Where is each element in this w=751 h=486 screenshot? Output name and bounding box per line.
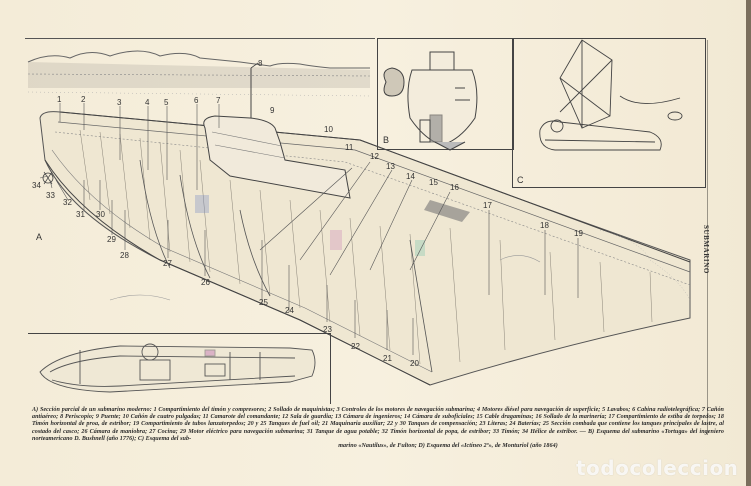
panel-b-label: B: [383, 135, 390, 145]
figure-caption: A) Sección parcial de un submarino moder…: [32, 407, 724, 450]
svg-text:18: 18: [540, 221, 549, 230]
svg-text:31: 31: [76, 210, 85, 219]
svg-text:17: 17: [483, 201, 492, 210]
svg-text:16: 16: [450, 183, 459, 192]
svg-text:8: 8: [258, 59, 263, 68]
svg-text:26: 26: [201, 278, 210, 287]
svg-text:20: 20: [410, 359, 419, 368]
svg-text:11: 11: [345, 143, 354, 152]
side-title: SUBMARINO: [702, 225, 710, 274]
svg-text:23: 23: [323, 325, 332, 334]
svg-text:24: 24: [285, 306, 294, 315]
side-divider: [707, 40, 708, 435]
callout-numbers: 1 2 3 4 5 6 7 8 9 10 11 12 13 14 15 16 1…: [32, 59, 583, 368]
svg-text:32: 32: [63, 198, 72, 207]
svg-text:7: 7: [216, 96, 221, 105]
svg-text:2: 2: [81, 95, 86, 104]
svg-text:28: 28: [120, 251, 129, 260]
svg-text:4: 4: [145, 98, 150, 107]
ictineo-submarine-drawing: [39, 343, 316, 393]
watermark: todocoleccion: [576, 456, 739, 480]
svg-text:13: 13: [386, 162, 395, 171]
svg-text:25: 25: [259, 298, 268, 307]
svg-text:15: 15: [429, 178, 438, 187]
svg-text:6: 6: [194, 96, 199, 105]
svg-text:A: A: [36, 232, 42, 242]
svg-text:19: 19: [574, 229, 583, 238]
turtle-submarine-drawing: [383, 51, 478, 151]
svg-text:29: 29: [107, 235, 116, 244]
svg-text:5: 5: [164, 98, 169, 107]
inset-panel-b: B: [377, 38, 514, 150]
svg-text:22: 22: [351, 342, 360, 351]
svg-text:14: 14: [406, 172, 415, 181]
page-edge: [746, 0, 751, 486]
inset-panel-c: C: [512, 38, 706, 188]
top-rule: [25, 38, 375, 39]
svg-text:33: 33: [46, 191, 55, 200]
svg-text:10: 10: [324, 125, 333, 134]
caption-text: A) Sección parcial de un submarino moder…: [32, 407, 724, 442]
svg-text:3: 3: [117, 98, 122, 107]
svg-text:27: 27: [163, 259, 172, 268]
caption-last-line: marino «Nautilus», de Fulton; D) Esquema…: [338, 443, 558, 450]
nautilus-submarine-drawing: [539, 39, 683, 151]
svg-text:30: 30: [96, 210, 105, 219]
inset-panel-d: [28, 333, 331, 404]
svg-text:9: 9: [270, 106, 275, 115]
svg-text:1: 1: [57, 95, 62, 104]
svg-text:12: 12: [370, 152, 379, 161]
svg-text:34: 34: [32, 181, 41, 190]
panel-c-label: C: [517, 175, 524, 185]
svg-text:21: 21: [383, 354, 392, 363]
